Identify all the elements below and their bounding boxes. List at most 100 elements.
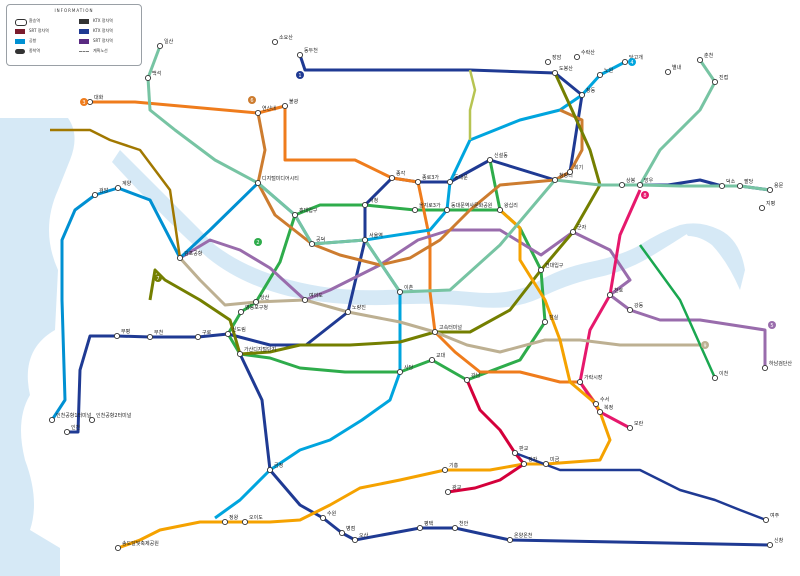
station-marker[interactable] <box>761 364 769 372</box>
station-marker[interactable] <box>388 174 396 182</box>
station-marker[interactable] <box>296 51 304 59</box>
station-marker[interactable] <box>626 424 634 432</box>
station-marker[interactable] <box>762 516 770 524</box>
station-marker[interactable] <box>541 318 549 326</box>
station-marker[interactable] <box>592 400 600 408</box>
station-marker[interactable] <box>446 178 454 186</box>
station-marker[interactable] <box>431 328 439 336</box>
station-marker[interactable] <box>711 78 719 86</box>
station-marker[interactable] <box>718 182 726 190</box>
station-marker[interactable] <box>146 333 154 341</box>
station-marker[interactable] <box>86 98 94 106</box>
station-marker[interactable] <box>441 466 449 474</box>
station-marker[interactable] <box>443 206 451 214</box>
station-marker[interactable] <box>308 240 316 248</box>
station-marker[interactable] <box>636 181 644 189</box>
station-marker[interactable] <box>254 109 262 117</box>
station-marker[interactable] <box>451 524 459 532</box>
station-marker[interactable] <box>606 291 614 299</box>
station-marker[interactable] <box>711 374 719 382</box>
station-marker[interactable] <box>414 178 422 186</box>
station-marker[interactable] <box>144 74 152 82</box>
station-marker[interactable] <box>626 306 634 314</box>
station-marker[interactable] <box>463 376 471 384</box>
station-marker[interactable] <box>176 254 184 262</box>
station-marker[interactable] <box>266 466 274 474</box>
station-marker[interactable] <box>194 333 202 341</box>
station-label: 동대문 <box>454 174 468 181</box>
station-marker[interactable] <box>271 38 279 46</box>
station-marker[interactable] <box>537 266 545 274</box>
station-marker[interactable] <box>396 288 404 296</box>
station-marker[interactable] <box>542 460 550 468</box>
station-marker[interactable] <box>428 356 436 364</box>
station-label: 인천공항1터미널 <box>56 412 92 419</box>
station-marker[interactable] <box>758 204 766 212</box>
station-marker[interactable] <box>766 186 774 194</box>
station-marker[interactable] <box>254 179 262 187</box>
station-marker[interactable] <box>88 416 96 424</box>
station-marker[interactable] <box>319 514 327 522</box>
station-marker[interactable] <box>486 156 494 164</box>
terminal-icon <box>15 49 25 54</box>
station-marker[interactable] <box>361 236 369 244</box>
station-marker[interactable] <box>114 184 122 192</box>
station-marker[interactable] <box>506 536 514 544</box>
station-marker[interactable] <box>736 182 744 190</box>
station-label: 왕십리 <box>504 202 518 209</box>
station-marker[interactable] <box>224 330 232 338</box>
station-marker[interactable] <box>576 378 584 386</box>
badge-line-2 <box>254 238 262 246</box>
station-marker[interactable] <box>221 518 229 526</box>
station-marker[interactable] <box>416 524 424 532</box>
station-marker[interactable] <box>351 536 359 544</box>
station-marker[interactable] <box>91 191 99 199</box>
station-marker[interactable] <box>113 332 121 340</box>
transfer-icon <box>15 19 27 26</box>
station-marker[interactable] <box>48 416 56 424</box>
station-marker[interactable] <box>578 91 586 99</box>
station-marker[interactable] <box>63 428 71 436</box>
station-marker[interactable] <box>664 68 672 76</box>
station-marker[interactable] <box>236 350 244 358</box>
station-label: 도봉산 <box>559 65 573 72</box>
station-marker[interactable] <box>396 368 404 376</box>
station-marker[interactable] <box>291 211 299 219</box>
station-marker[interactable] <box>573 53 581 61</box>
badge-line-7 <box>154 274 162 282</box>
station-marker[interactable] <box>596 408 604 416</box>
station-marker[interactable] <box>544 58 552 66</box>
station-marker[interactable] <box>444 488 452 496</box>
station-label: 지평 <box>766 200 775 207</box>
station-marker[interactable] <box>361 201 369 209</box>
station-marker[interactable] <box>551 69 559 77</box>
station-marker[interactable] <box>496 206 504 214</box>
station-marker[interactable] <box>766 541 774 549</box>
station-label: 불광 <box>289 98 299 105</box>
station-marker[interactable] <box>618 181 626 189</box>
station-marker[interactable] <box>621 58 629 66</box>
station-marker[interactable] <box>241 518 249 526</box>
station-marker[interactable] <box>551 176 559 184</box>
station-marker[interactable] <box>338 529 346 537</box>
station-marker[interactable] <box>411 206 419 214</box>
station-marker[interactable] <box>301 296 309 304</box>
station-marker[interactable] <box>156 42 164 50</box>
station-marker[interactable] <box>281 102 289 110</box>
badge-line-5-text: 5 <box>770 323 773 329</box>
station-marker[interactable] <box>237 308 245 316</box>
station-marker[interactable] <box>596 71 604 79</box>
station-label: 시청 <box>369 198 378 204</box>
station-label: 구로 <box>202 330 212 336</box>
station-marker[interactable] <box>344 308 352 316</box>
station-label: 일산 <box>164 38 174 45</box>
station-marker[interactable] <box>511 449 519 457</box>
station-marker[interactable] <box>520 460 528 468</box>
station-marker[interactable] <box>696 56 704 64</box>
station-marker[interactable] <box>569 228 577 236</box>
station-marker[interactable] <box>252 298 260 306</box>
legend-box: INFORMATION 환승역 KTX 정차역 SRT 정차역 KTX 정차역 … <box>6 4 142 66</box>
station-marker[interactable] <box>114 544 122 552</box>
station-marker[interactable] <box>566 168 574 176</box>
